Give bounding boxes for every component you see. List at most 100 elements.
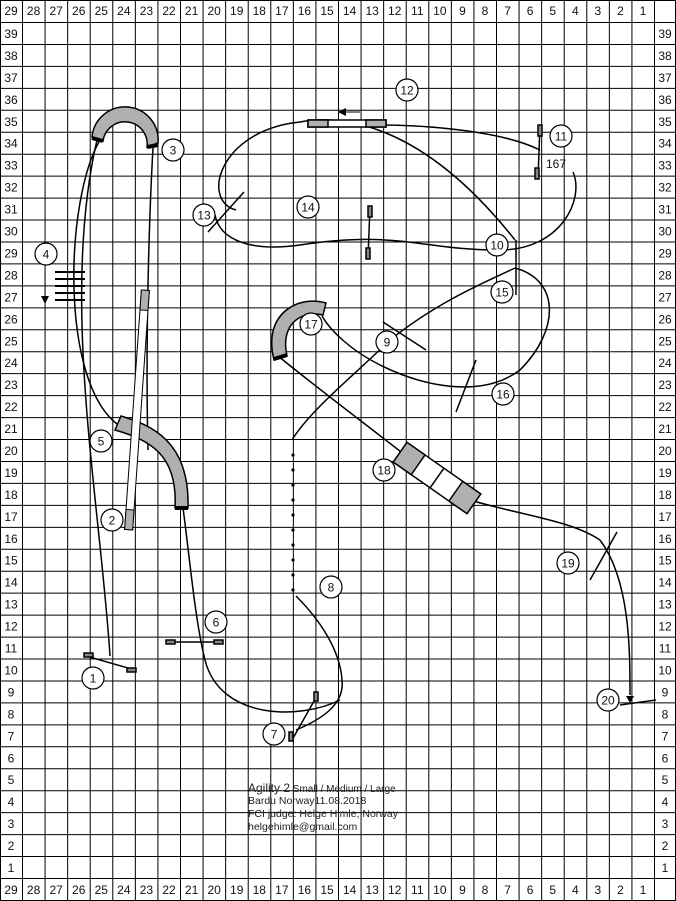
row-label: 27 <box>4 290 18 304</box>
jump-7 <box>288 691 319 742</box>
row-label: 31 <box>658 203 672 217</box>
number-text: 12 <box>400 84 414 98</box>
info-title: Agility 2 Small / Medium / Large <box>248 781 396 795</box>
row-labels-left: 3938373635343332313029282726252423222120… <box>4 27 18 875</box>
row-label: 23 <box>658 378 672 392</box>
column-label: 8 <box>482 883 489 897</box>
number-circle <box>549 124 573 148</box>
row-label: 1 <box>662 861 669 875</box>
number-text: 17 <box>304 318 318 332</box>
number-circle <box>490 280 514 304</box>
number-circle <box>192 203 216 227</box>
number-circle <box>161 138 185 162</box>
obstacle-number-10: 10 <box>485 233 509 257</box>
jumps <box>83 124 657 742</box>
column-label: 28 <box>27 4 41 18</box>
jump-11 <box>534 124 543 180</box>
number-text: 1 <box>90 672 97 686</box>
row-label: 29 <box>4 246 18 260</box>
row-label: 30 <box>658 225 672 239</box>
row-label: 38 <box>4 49 18 63</box>
column-label: 20 <box>207 4 221 18</box>
jump-19 <box>589 531 618 581</box>
number-circle <box>372 458 396 482</box>
row-label: 15 <box>4 554 18 568</box>
number-circle <box>596 688 620 712</box>
number-text: 13 <box>197 209 211 223</box>
jump-9 <box>382 321 427 351</box>
jump-6 <box>165 639 224 645</box>
number-circle <box>485 233 509 257</box>
number-text: 7 <box>271 728 278 742</box>
column-label: 21 <box>185 883 199 897</box>
obstacle-number-11: 11 <box>549 124 573 148</box>
tire-18 <box>392 441 482 515</box>
number-circle <box>100 508 124 532</box>
column-label: 1 <box>640 4 647 18</box>
row-label: 39 <box>658 27 672 41</box>
column-label: 9 <box>459 883 466 897</box>
path-5-6 <box>182 507 341 713</box>
number-circle <box>375 330 399 354</box>
row-label: 2 <box>8 839 15 853</box>
number-circle <box>81 666 105 690</box>
row-label: 12 <box>4 620 18 634</box>
dog-path <box>73 119 631 731</box>
number-circle <box>89 429 113 453</box>
obstacle-number-5: 5 <box>89 429 113 453</box>
number-text: 16 <box>496 388 510 402</box>
row-label: 26 <box>4 312 18 326</box>
row-label: 12 <box>658 620 672 634</box>
row-label: 4 <box>8 795 15 809</box>
row-label: 35 <box>4 115 18 129</box>
row-label: 3 <box>8 817 15 831</box>
column-label: 14 <box>343 4 357 18</box>
jump-1 <box>83 652 137 673</box>
number-text: 14 <box>301 201 315 215</box>
obstacle-number-12: 12 <box>395 78 419 102</box>
obstacle-number-2: 2 <box>100 508 124 532</box>
number-circle <box>34 242 58 266</box>
number-text: 15 <box>495 286 509 300</box>
obstacle-number-8: 8 <box>319 575 343 599</box>
column-label: 26 <box>72 883 86 897</box>
number-circle <box>395 78 419 102</box>
column-label: 6 <box>527 883 534 897</box>
column-label: 26 <box>72 4 86 18</box>
column-label: 14 <box>343 883 357 897</box>
obstacle-number-16: 16 <box>491 382 515 406</box>
column-label: 19 <box>230 883 244 897</box>
info-venue-date: Bardu Norway11.08.2018 <box>248 795 366 807</box>
path-9-10 <box>389 267 516 341</box>
obstacle-number-15: 15 <box>490 280 514 304</box>
row-label: 32 <box>658 181 672 195</box>
column-label: 11 <box>411 883 424 897</box>
path-12-11 <box>379 124 541 151</box>
obstacle-number-17: 17 <box>299 312 323 336</box>
table-12 <box>307 108 387 128</box>
row-label: 8 <box>8 707 15 721</box>
number-text: 6 <box>213 616 220 630</box>
number-text: 4 <box>43 248 50 262</box>
column-label: 7 <box>504 4 511 18</box>
row-label: 17 <box>658 510 672 524</box>
column-label: 10 <box>433 4 447 18</box>
column-label: 9 <box>459 4 466 18</box>
row-label: 13 <box>4 598 18 612</box>
row-label: 33 <box>4 159 18 173</box>
obstacle-number-7: 7 <box>262 722 286 746</box>
row-label: 5 <box>8 773 15 787</box>
row-label: 25 <box>658 334 672 348</box>
row-label: 30 <box>4 225 18 239</box>
row-label: 22 <box>658 400 672 414</box>
row-label: 34 <box>4 137 18 151</box>
number-text: 3 <box>170 144 177 158</box>
number-circle <box>491 382 515 406</box>
column-label: 15 <box>320 883 334 897</box>
row-label: 7 <box>8 729 15 743</box>
info-venue: Bardu Norway <box>248 795 315 807</box>
